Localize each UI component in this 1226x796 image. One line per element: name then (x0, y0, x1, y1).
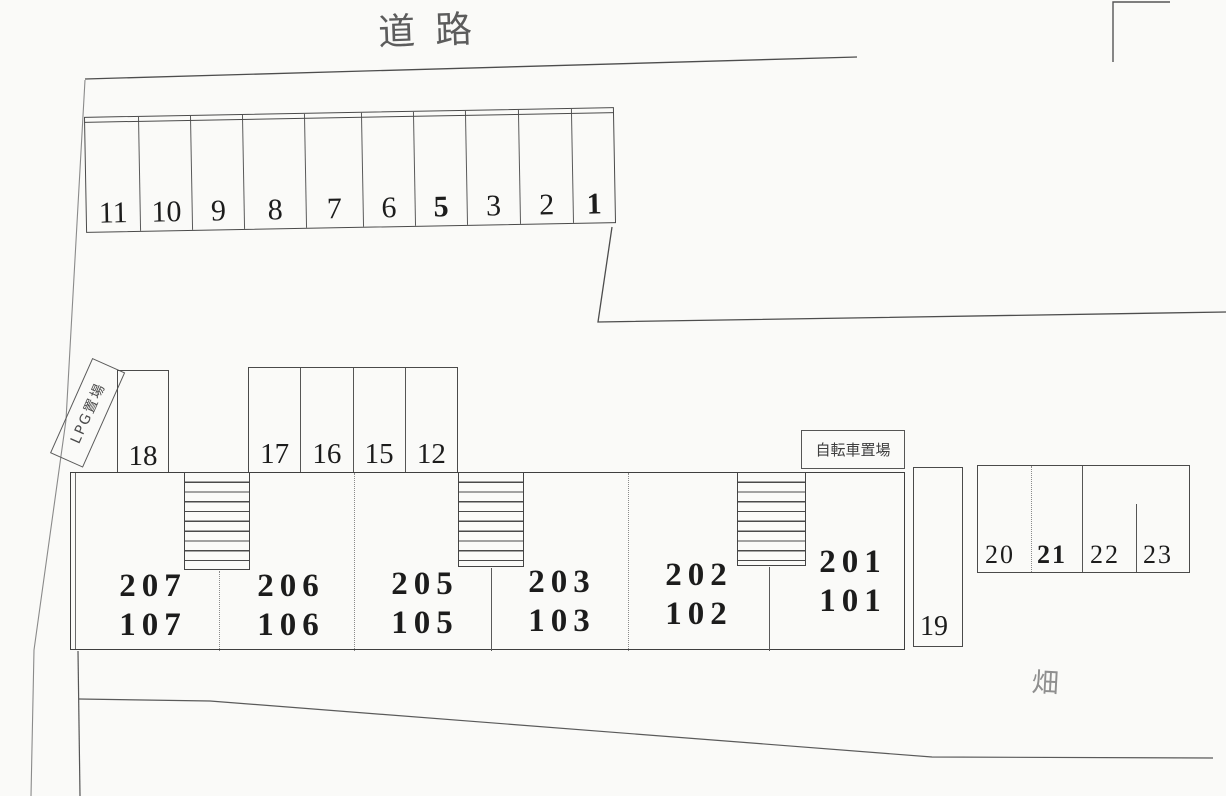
stall-number: 5 (433, 190, 449, 224)
stall-number: 16 (312, 438, 342, 470)
stall-12: 12 (406, 368, 457, 473)
stall-number: 12 (416, 438, 446, 470)
stall-9: 9 (191, 114, 246, 230)
unit-lower-number: 106 (257, 607, 325, 643)
unit-label-203-103: 203 103 (502, 563, 622, 641)
stall-number: 9 (210, 194, 227, 228)
stall-19: 19 (913, 467, 963, 647)
unit-upper-number: 201 (819, 544, 887, 580)
road-boundary-line (84, 56, 858, 80)
stall-23: 23 (1143, 540, 1173, 569)
unit-lower-number: 102 (665, 596, 733, 632)
stall-number: 15 (364, 438, 394, 470)
field-label: 畑 (1031, 667, 1060, 700)
stall-17: 17 (249, 368, 302, 473)
unit-partition-line (219, 571, 220, 651)
stall-number: 3 (485, 189, 502, 223)
stall-10: 10 (139, 115, 194, 231)
stall-divider-line (1082, 466, 1083, 572)
stall-number: 11 (98, 196, 129, 230)
road-label: 道路 (377, 7, 493, 54)
unit-label-205-105: 205 105 (365, 565, 485, 643)
staircase-hatch-3 (737, 472, 806, 566)
stall-number: 10 (151, 195, 182, 229)
stall-16: 16 (301, 368, 354, 473)
stall-6: 6 (361, 111, 416, 227)
unit-upper-number: 207 (119, 568, 187, 604)
unit-label-201-101: 201 101 (793, 543, 913, 621)
stall-number: 8 (267, 193, 283, 227)
stall-number: 18 (128, 440, 158, 472)
apartment-building: 207 107 206 106 205 105 203 103 202 102 … (70, 472, 905, 651)
field-boundary-line (78, 698, 1214, 759)
unit-label-207-107: 207 107 (93, 567, 213, 645)
left-boundary-line (30, 79, 86, 796)
staircase-hatch-2 (458, 472, 524, 567)
top-right-corner-line (1112, 1, 1170, 62)
stall-1: 1 (572, 108, 615, 223)
stall-number: 17 (260, 438, 290, 470)
stall-8: 8 (243, 113, 307, 229)
stall-7: 7 (304, 112, 364, 228)
bicycle-parking-label: 自転車置場 (815, 441, 891, 459)
stall-divider-line (1031, 466, 1032, 572)
right-parking-strip: 20 21 22 23 (977, 465, 1190, 573)
stall-15: 15 (354, 368, 406, 473)
stall-divider-line (1136, 504, 1137, 572)
unit-partition-line (354, 473, 355, 651)
site-edge-line (597, 226, 1226, 323)
top-parking-strip: 11 10 9 8 7 6 5 3 2 1 (83, 107, 617, 233)
stall-18: 18 (117, 370, 169, 473)
unit-lower-number: 103 (528, 603, 596, 639)
unit-label-202-102: 202 102 (639, 556, 759, 634)
staircase-hatch-1 (184, 472, 250, 570)
unit-upper-number: 203 (528, 564, 596, 600)
unit-upper-number: 205 (391, 566, 459, 602)
unit-partition-line (628, 473, 629, 651)
stall-number: 6 (381, 191, 397, 225)
stall-number: 2 (538, 188, 555, 222)
unit-partition-line (769, 567, 770, 651)
unit-lower-number: 107 (119, 607, 187, 643)
unit-lower-number: 101 (819, 583, 887, 619)
stall-21: 21 (1037, 540, 1067, 569)
unit-lower-number: 105 (391, 605, 459, 641)
middle-parking-strip: 17 16 15 12 (248, 367, 458, 473)
unit-upper-number: 206 (257, 568, 325, 604)
stall-2: 2 (518, 108, 575, 224)
stall-number: 19 (920, 611, 948, 642)
stall-22: 22 (1090, 540, 1120, 569)
stall-number: 1 (586, 187, 603, 221)
stall-11: 11 (84, 116, 142, 232)
stall-5: 5 (413, 110, 468, 226)
stall-3: 3 (465, 109, 522, 225)
unit-upper-number: 202 (665, 557, 733, 593)
unit-label-206-106: 206 106 (231, 567, 351, 645)
stall-20: 20 (985, 540, 1015, 569)
stall-number: 7 (326, 192, 343, 226)
bicycle-parking-area: 自転車置場 (801, 430, 905, 469)
west-wall-extension-line (77, 650, 81, 796)
unit-partition-line (491, 568, 492, 651)
